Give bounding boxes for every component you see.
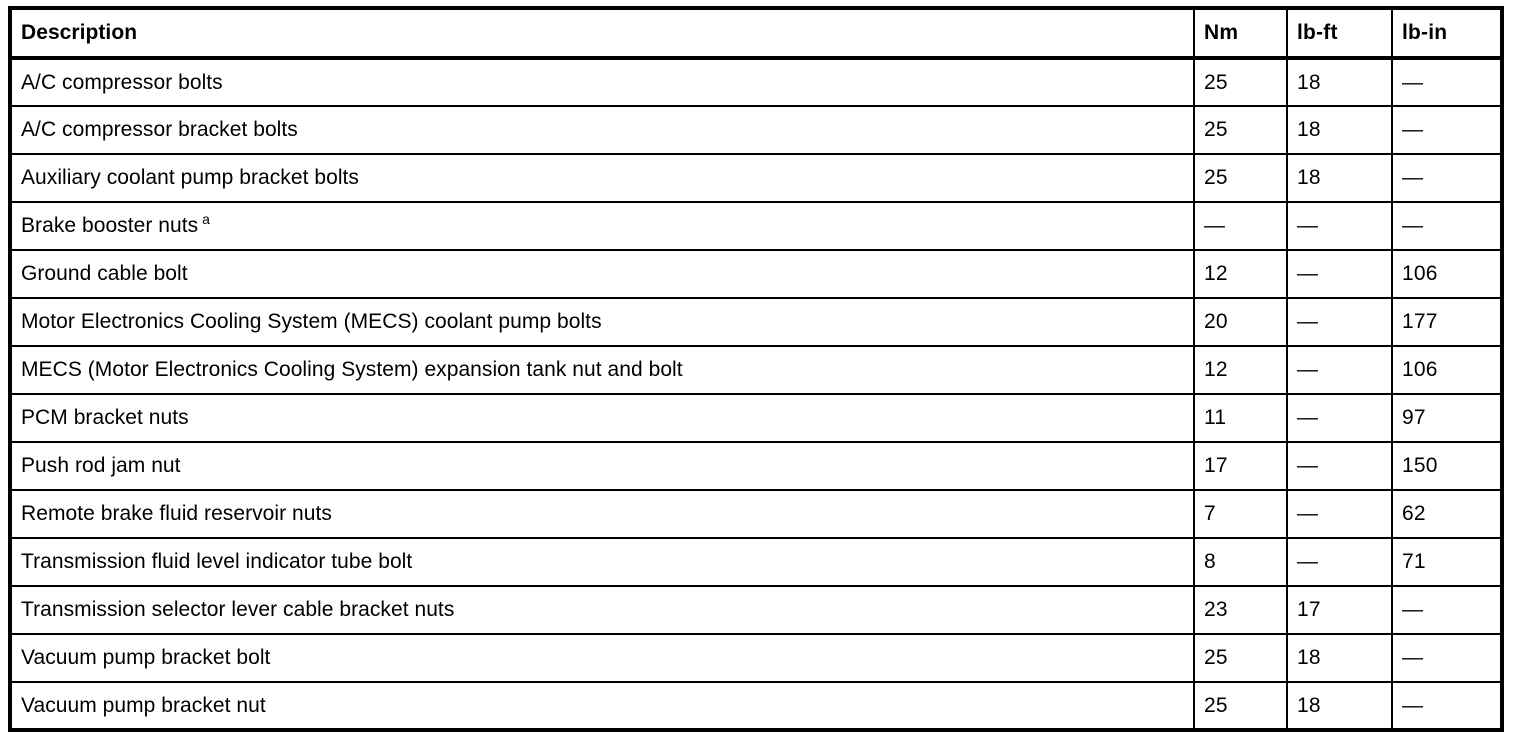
cell-lb-ft: —: [1286, 297, 1393, 347]
cell-lb-in: 62: [1391, 489, 1502, 539]
cell-lb-in: —: [1391, 585, 1502, 635]
cell-nm: 7: [1193, 489, 1288, 539]
cell-lb-ft: —: [1286, 345, 1393, 395]
cell-description: Transmission fluid level indicator tube …: [10, 537, 1195, 587]
cell-nm: 11: [1193, 393, 1288, 443]
cell-lb-in: 150: [1391, 441, 1502, 491]
cell-lb-ft: 18: [1286, 681, 1393, 730]
cell-nm: 25: [1193, 58, 1288, 107]
column-header-lb-ft: lb-ft: [1286, 7, 1393, 60]
cell-nm: 25: [1193, 681, 1288, 730]
column-header-description: Description: [10, 7, 1195, 60]
cell-lb-ft: —: [1286, 537, 1393, 587]
cell-lb-in: —: [1391, 681, 1502, 730]
cell-lb-ft: 18: [1286, 633, 1393, 683]
cell-description: Transmission selector lever cable bracke…: [10, 585, 1195, 635]
cell-description: Motor Electronics Cooling System (MECS) …: [10, 297, 1195, 347]
cell-description: A/C compressor bracket bolts: [10, 105, 1195, 155]
cell-description: Remote brake fluid reservoir nuts: [10, 489, 1195, 539]
cell-lb-ft: 18: [1286, 105, 1393, 155]
cell-lb-in: 106: [1391, 345, 1502, 395]
cell-description: PCM bracket nuts: [10, 393, 1195, 443]
table-row: Motor Electronics Cooling System (MECS) …: [10, 297, 1502, 347]
cell-lb-ft: 18: [1286, 153, 1393, 203]
cell-description: Vacuum pump bracket bolt: [10, 633, 1195, 683]
column-header-lb-in: lb-in: [1391, 7, 1502, 60]
cell-lb-in: —: [1391, 58, 1502, 107]
table-row: Transmission selector lever cable bracke…: [10, 585, 1502, 635]
cell-nm: 25: [1193, 153, 1288, 203]
cell-lb-in: —: [1391, 105, 1502, 155]
cell-nm: 25: [1193, 105, 1288, 155]
table-header: Description Nm lb-ft lb-in: [10, 7, 1502, 60]
table-row: MECS (Motor Electronics Cooling System) …: [10, 345, 1502, 395]
cell-description: Vacuum pump bracket nut: [10, 681, 1195, 730]
cell-lb-ft: —: [1286, 393, 1393, 443]
table-header-row: Description Nm lb-ft lb-in: [10, 7, 1502, 60]
footnote-marker: a: [202, 211, 211, 228]
cell-lb-in: 71: [1391, 537, 1502, 587]
cell-lb-in: —: [1391, 153, 1502, 203]
cell-description: Push rod jam nut: [10, 441, 1195, 491]
cell-nm: 17: [1193, 441, 1288, 491]
table-row: Transmission fluid level indicator tube …: [10, 537, 1502, 587]
cell-lb-ft: —: [1286, 489, 1393, 539]
cell-nm: 25: [1193, 633, 1288, 683]
cell-lb-in: —: [1391, 201, 1502, 251]
cell-lb-in: 177: [1391, 297, 1502, 347]
cell-lb-ft: —: [1286, 201, 1393, 251]
cell-description: Auxiliary coolant pump bracket bolts: [10, 153, 1195, 203]
column-header-nm: Nm: [1193, 7, 1288, 60]
cell-lb-ft: 17: [1286, 585, 1393, 635]
cell-nm: 12: [1193, 345, 1288, 395]
torque-specification-table: Description Nm lb-ft lb-in A/C compresso…: [8, 6, 1504, 732]
cell-lb-in: 97: [1391, 393, 1502, 443]
cell-nm: 12: [1193, 249, 1288, 299]
cell-nm: 20: [1193, 297, 1288, 347]
cell-nm: 23: [1193, 585, 1288, 635]
cell-nm: —: [1193, 201, 1288, 251]
cell-lb-ft: —: [1286, 249, 1393, 299]
cell-lb-in: —: [1391, 633, 1502, 683]
cell-description: Ground cable bolt: [10, 249, 1195, 299]
cell-lb-ft: —: [1286, 441, 1393, 491]
cell-lb-in: 106: [1391, 249, 1502, 299]
cell-nm: 8: [1193, 537, 1288, 587]
cell-description: MECS (Motor Electronics Cooling System) …: [10, 345, 1195, 395]
cell-lb-ft: 18: [1286, 58, 1393, 107]
cell-description: A/C compressor bolts: [10, 58, 1195, 107]
